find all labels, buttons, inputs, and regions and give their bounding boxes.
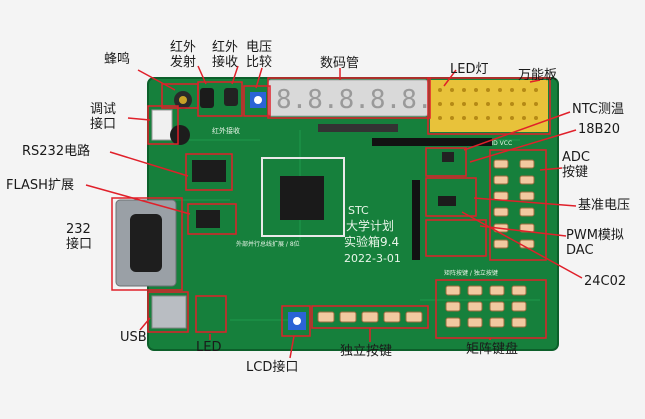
board-matrix-silk: 矩阵按键 / 独立按键 [444,269,498,277]
ds18b20-sensor [442,152,454,162]
label-led-lamp: LED灯 [450,62,489,77]
label-matrix-keyboard: 矩阵键盘 [466,342,519,357]
board-gnd-vcc-silk: GND VCC [484,140,512,147]
board-subtitle: 实验箱9.4 [344,234,399,249]
mcu-socket [261,157,345,237]
label-ir-receive: 红外 接收 [212,40,239,70]
board-brand: STC [348,204,369,217]
label-232-port: 232 接口 [66,222,93,252]
board-ir-silk: 红外接收 [212,126,240,135]
label-ref-voltage: 基准电压 [578,198,631,213]
label-ntc: NTC测温 [572,102,624,117]
pin-header-right [412,180,420,260]
label-independent-keys: 独立按键 [340,344,393,359]
label-seven-segment: 数码管 [320,56,360,71]
usb-connector [151,295,187,329]
label-proto-board: 万能板 [518,68,558,83]
label-buzzer: 蜂鸣 [104,52,131,67]
board-bus-silk: 外部并行总线扩展 / 8位 [236,240,300,248]
label-rs232: RS232电路 [22,144,91,159]
matrix-keyboard [445,285,527,328]
pin-header-top [372,138,492,146]
ir-transmitter [200,88,214,108]
label-led: LED [196,340,222,355]
ir-receiver [224,88,238,106]
led-row [318,124,398,132]
label-usb: USB [120,330,147,345]
label-pwm-dac: PWM模拟 DAC [566,228,624,258]
label-adc-keys: ADC 按键 [562,150,590,180]
independent-keys [317,311,423,323]
board-date: 2022-3-01 [344,252,401,265]
label-debug-port: 调试 接口 [90,102,117,132]
label-flash: FLASH扩展 [6,178,74,193]
board-title: 大学计划 [346,218,394,233]
proto-board [430,80,548,132]
power-switch [170,125,190,145]
debug-port-connector [151,109,173,141]
rs232-chip [192,160,226,182]
label-voltage-compare: 电压 比较 [246,40,273,70]
flash-chip [196,210,220,228]
label-24c02: 24C02 [584,274,627,289]
db9-connector [115,199,177,287]
adc-keys [493,159,535,249]
eeprom-chip [438,196,456,206]
annotation-boxes [111,77,551,339]
label-lcd-port: LCD接口 [246,360,299,375]
buzzer-component [174,91,192,109]
label-ir-transmit: 红外 发射 [170,40,197,70]
annotation-lines [85,65,583,359]
label-18b20: 18B20 [578,122,621,137]
